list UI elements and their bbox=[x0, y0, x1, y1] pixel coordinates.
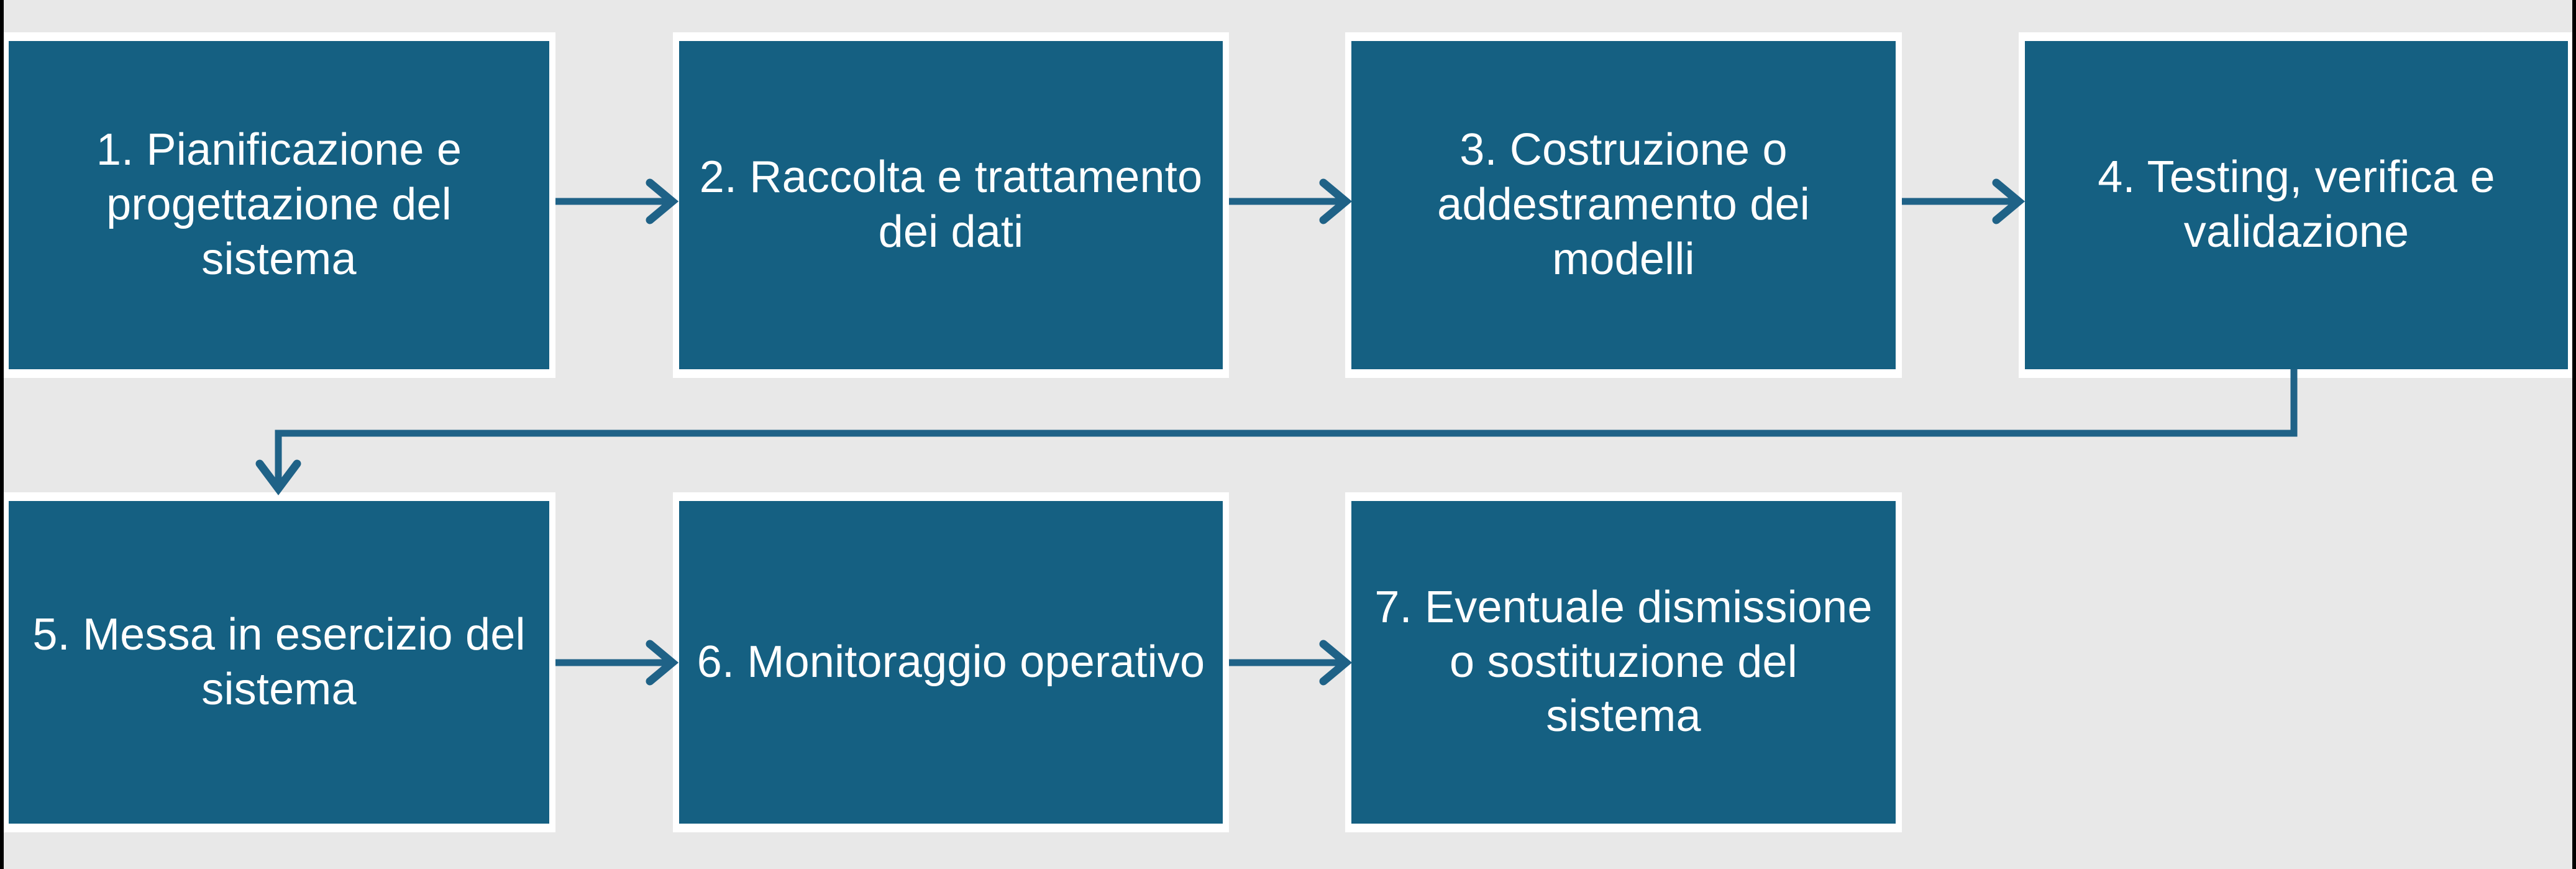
process-node-label-step-7: 7. Eventuale dismissione o sostituzione … bbox=[1374, 582, 1873, 742]
connector-arrow-6-7 bbox=[1229, 637, 1353, 689]
process-node-label-step-6: 6. Monitoraggio operativo bbox=[697, 637, 1205, 687]
process-node-step-1[interactable]: 1. Pianificazione e progettazione del si… bbox=[9, 41, 549, 369]
connector-arrow-1-2 bbox=[555, 175, 680, 228]
process-node-step-5[interactable]: 5. Messa in esercizio del sistema bbox=[9, 501, 549, 824]
connector-arrow-2-3 bbox=[1229, 175, 1353, 228]
process-node-step-6[interactable]: 6. Monitoraggio operativo bbox=[679, 501, 1223, 824]
connector-arrow-4-5 bbox=[252, 369, 2315, 500]
process-node-label-step-4: 4. Testing, verifica e validazione bbox=[2098, 152, 2495, 257]
process-node-step-7[interactable]: 7. Eventuale dismissione o sostituzione … bbox=[1351, 501, 1896, 824]
connector-arrow-3-4 bbox=[1902, 175, 2026, 228]
process-node-label-step-5: 5. Messa in esercizio del sistema bbox=[32, 609, 526, 714]
process-node-step-3[interactable]: 3. Costruzione o addestramento dei model… bbox=[1351, 41, 1896, 369]
process-node-step-4[interactable]: 4. Testing, verifica e validazione bbox=[2025, 41, 2568, 369]
process-node-label-step-3: 3. Costruzione o addestramento dei model… bbox=[1437, 125, 1810, 284]
process-node-label-step-2: 2. Raccolta e trattamento dei dati bbox=[699, 152, 1203, 257]
connector-arrow-5-6 bbox=[555, 637, 680, 689]
process-node-label-step-1: 1. Pianificazione e progettazione del si… bbox=[96, 125, 462, 284]
process-node-step-2[interactable]: 2. Raccolta e trattamento dei dati bbox=[679, 41, 1223, 369]
